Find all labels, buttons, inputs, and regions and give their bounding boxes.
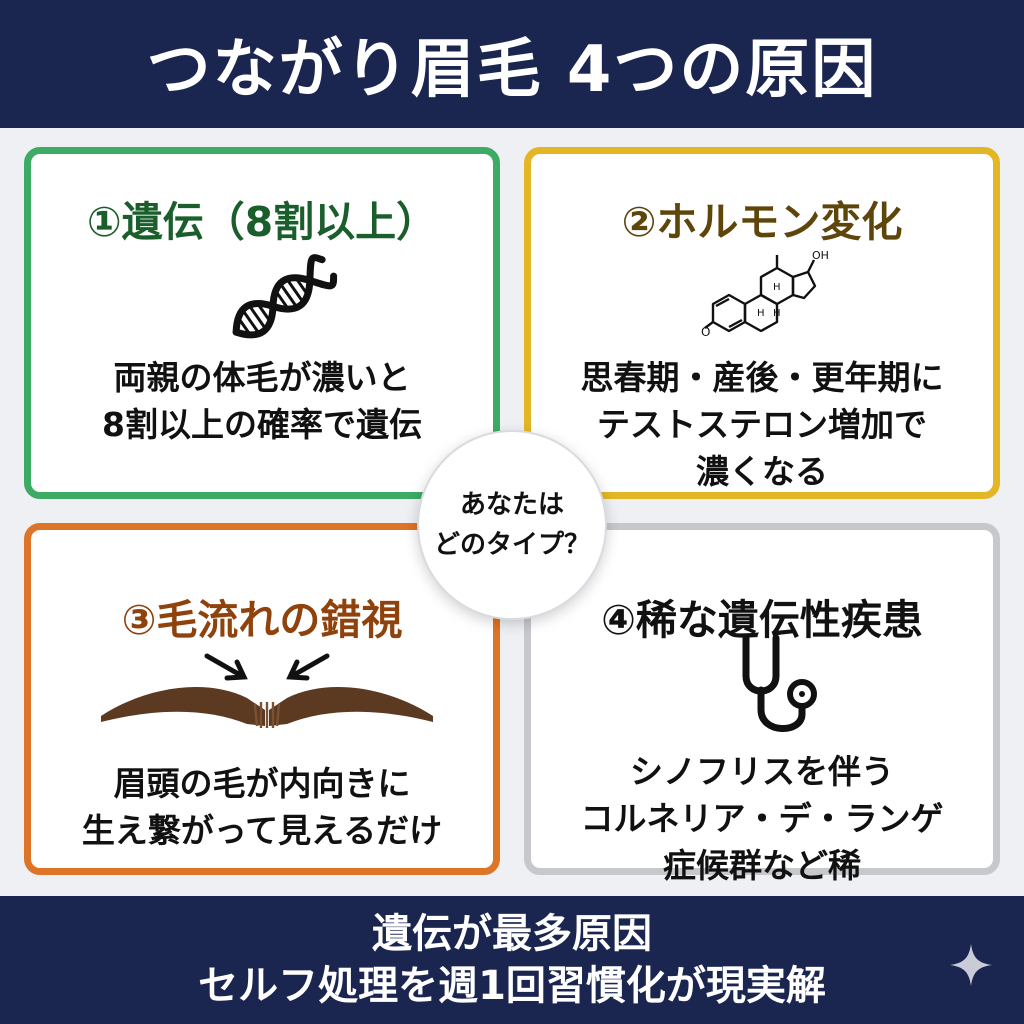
hydrogen-label: H [773, 308, 781, 319]
center-question-line: どのタイプ？ [433, 530, 590, 560]
card-body-line: 濃くなる [696, 452, 828, 491]
card-body-line: 8割以上の確率で遺伝 [102, 405, 422, 444]
center-question-badge: あなたは どのタイプ？ [417, 430, 607, 620]
card-title: ④稀な遺伝性疾患 [601, 596, 923, 644]
cause-card-hormones: ②ホルモン変化 O OH H H H 思春期・産後・更年期に テストステロン増加… [524, 147, 1000, 499]
eyebrow-arrows-icon [101, 653, 433, 728]
dna-icon [232, 254, 338, 339]
card-body-line: 症候群など稀 [663, 846, 861, 885]
footer-line: 遺伝が最多原因 [372, 911, 652, 957]
card-body: 眉頭の毛が内向きに 生え繋がって見えるだけ [31, 760, 493, 854]
card-body: 両親の体毛が濃いと 8割以上の確率で遺伝 [31, 354, 493, 448]
stethoscope-icon [742, 634, 817, 732]
oxygen-label: O [701, 325, 710, 339]
card-title: ②ホルモン変化 [621, 198, 903, 246]
cause-card-illusion: ③毛流れの錯視 眉頭の毛が内向きに 生え繋がって見えるだけ [24, 523, 500, 875]
header-banner: つながり眉毛 4つの原因 [0, 0, 1024, 128]
center-question-line: あなたは [459, 490, 564, 520]
cause-card-rare-disease: ④稀な遺伝性疾患 シノフリスを伴う コルネリア・デ・ランゲ 症候群など稀 [524, 523, 1000, 885]
steroid-molecule-icon: O OH H H H [701, 249, 829, 339]
footer-banner: 遺伝が最多原因 セルフ処理を週1回習慣化が現実解 [0, 896, 1024, 1024]
card-title: ③毛流れの錯視 [121, 596, 403, 644]
card-title: ①遺伝（8割以上） [86, 198, 438, 246]
card-body: シノフリスを伴う コルネリア・デ・ランゲ 症候群など稀 [531, 748, 993, 889]
card-body-line: 思春期・産後・更年期に [580, 358, 944, 397]
footer-line: セルフ処理を週1回習慣化が現実解 [198, 963, 826, 1009]
page-title: つながり眉毛 4つの原因 [146, 33, 878, 107]
card-body-line: 生え繋がって見えるだけ [81, 811, 443, 850]
card-body: 思春期・産後・更年期に テストステロン増加で 濃くなる [531, 354, 993, 495]
hydroxyl-label: OH [812, 249, 829, 262]
card-body-line: コルネリア・デ・ランゲ [580, 799, 944, 838]
hydrogen-label: H [773, 282, 781, 293]
cause-card-genetics: ①遺伝（8割以上） 両親の体毛が濃いと 8割以上の確率で遺伝 [24, 147, 500, 499]
card-body-line: シノフリスを伴う [630, 752, 894, 791]
card-body-line: テストステロン増加で [597, 405, 927, 444]
hydrogen-label: H [757, 308, 765, 319]
sparkle-icon [950, 944, 992, 986]
card-body-line: 眉頭の毛が内向きに [113, 764, 411, 803]
card-body-line: 両親の体毛が濃いと [113, 358, 411, 397]
